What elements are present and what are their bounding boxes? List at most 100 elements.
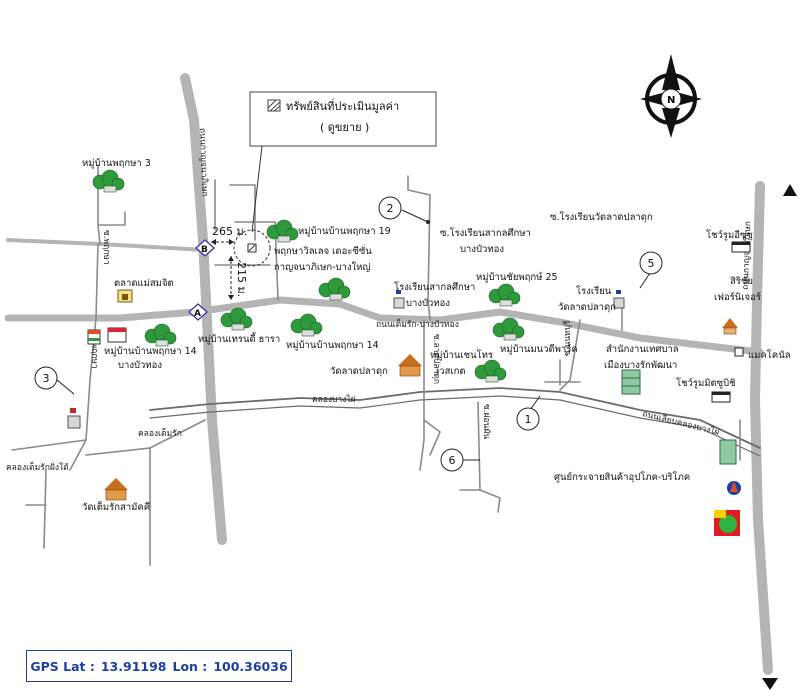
municipal-building-icon [621,369,641,395]
label-village-chenthorn-2: เวสเกต [436,366,466,377]
property-highlight[interactable] [233,229,271,267]
distance-vertical: 215 ม. [235,262,248,297]
label-wat-ladpladuk: วัดลาดปลาดุก [330,366,388,377]
road-label-bangbuathong: ถนนเต็มรัก-บางบัวทอง [376,318,459,330]
label-sirichai-2: เฟอร์นิเจอร์ [714,291,761,303]
tree-icon [474,359,507,383]
tree-icon [290,313,323,337]
label-village-pruksa14a-2: บางบัวทอง [118,360,162,371]
label-sirichai-1: สิริชัย [730,276,753,287]
temple-icon [398,354,422,377]
legend-subtitle: ( ดูขยาย ) [320,121,369,134]
distance-horizontal: 265 ม. [212,225,247,238]
label-village-pruksa14b: หมู่บ้านบ้านพฤกษา 14 [286,340,379,351]
label-ptt-center: ศูนย์กระจายสินค้าอุปโภค-บริโภค [554,471,690,483]
label-showroom-mitsu: โชว์รูมมิตซูบิชิ [676,377,736,389]
tree-icon [266,219,299,243]
road-label-kanchana-west: ถนนกาญจนาภิเษก [197,128,209,197]
showroom-icon [731,241,751,253]
label-intl-school-b-1: โรงเรียนสากลศึกษา [394,281,475,293]
north-arrow-highway [783,184,797,196]
road-label-soi-south: ซ.ผ่อนผัน [481,404,491,439]
road-network [4,73,773,675]
furniture-shop-icon [722,318,738,335]
svg-text:3: 3 [43,372,50,385]
marker-3[interactable]: 3 [34,366,75,395]
road-label-khlong-temrak-south: คลองเต็มรักฝั่งใต้ [6,461,69,473]
junction-a-marker[interactable] [187,303,209,321]
road-label-soi-left: ซ.พฤกษา [101,230,111,265]
road-bangbuathong [4,296,764,356]
label-pruksa-villa-1: พฤกษาวิลเลจ เดอะซีซั่น [274,244,372,257]
temple-icon [104,478,128,501]
marker-2[interactable]: 2 [378,196,430,224]
compass-n-label: N [667,95,675,106]
tree-icon [144,323,177,347]
makro-marker-icon [734,347,744,357]
gps-lon-value: 100.36036 [213,658,288,674]
minor-roads [11,164,761,566]
school-icon [393,290,405,309]
road-label-kanchana-east: ถนนกาญจนาภิเษก [741,221,753,290]
distribution-center-icon [719,439,737,465]
south-arrow-highway [762,678,778,690]
junction-b-label: B [201,245,208,255]
school-icon [613,290,625,309]
market-icon [117,289,133,303]
gps-lat-value: 13.91198 [100,658,167,674]
label-intl-school-1: ซ.โรงเรียนสากลศึกษา [440,227,531,239]
label-wat-temrak: วัดเต็มรักสามัคคี [82,500,150,513]
tree-icon [492,317,525,341]
label-market: ตลาดแม่สมจิต [114,278,174,289]
convenience-store-icon [87,327,127,345]
road-label-khlong-temrak: คลองเต็มรัก [138,427,182,439]
label-village-pruksa14a-1: หมู่บ้านบ้านพฤกษา 14 [104,346,197,357]
tree-icon [220,307,253,331]
label-intl-school-b-2: บางบัวทอง [406,298,450,309]
svg-text:6: 6 [449,454,456,467]
label-village-pruksa19: หมู่บ้านบ้านพฤกษา 19 [298,226,391,237]
gps-coordinates-box: GPS Lat : 13.91198 Lon : 100.36036 [26,650,292,682]
road-kanchana-east [750,181,773,675]
label-wat-school-1: โรงเรียน [576,285,612,297]
tree-icon [92,169,125,193]
label-village-manawadi: หมู่บ้านมนวดีพาร์ค [500,343,578,355]
svg-text:2: 2 [387,202,394,215]
label-village-pruksa3: หมู่บ้านพฤกษา 3 [82,158,151,169]
marker-6[interactable]: 6 [440,448,480,472]
label-intl-school-2: บางบัวทอง [460,244,504,255]
road-label-khlong-bangphai: คลองบางไผ่ [312,394,356,405]
svg-text:5: 5 [648,257,655,270]
road-label-soi-right: ซ.นนทบุรี [562,320,573,356]
marker-1[interactable]: 1 [516,395,541,431]
tree-icon [488,283,521,307]
label-municipal-1: สำนักงานเทศบาล [606,344,679,355]
tree-icon [318,277,351,301]
road-kanchana-west [180,73,227,545]
label-pruksa-villa-2: กาญจนาภิเษก-บางใหญ่ [274,261,371,273]
gps-lon-label: Lon : [172,658,208,674]
label-municipal-2: เมืองบางรักพัฒนา [604,360,677,371]
gps-lat-label: GPS Lat : [30,658,95,674]
legend-title: ทรัพย์สินที่ประเมินมูลค่า [286,98,399,113]
legend-box[interactable] [249,91,437,147]
compass-icon: N [640,54,702,138]
marker-5[interactable]: 5 [639,251,663,289]
big-c-logo-icon [714,510,740,536]
school-icon [67,408,81,429]
label-village-trendy: หมู่บ้านเทรนดี้ ธารา [198,332,280,345]
label-showroom-isuzu: โชว์รูมอีซูซุ [706,229,753,241]
road-label-soi-left-2: ซ.พฤกษา [89,334,99,369]
label-wat-school-soi: ซ.โรงเรียนวัดลาดปลาดุก [550,211,653,223]
junction-a-label: A [194,309,201,319]
label-makro: แมคโคนัล [748,349,791,361]
label-village-chaiyapruk: หมู่บ้านชัยพฤกษ์ 25 [476,271,558,283]
label-village-chenthorn-1: หมู่บ้านเชนโทร [430,349,493,361]
showroom-icon [711,391,731,403]
gas-station-icon [727,481,741,495]
road-label-soi-mid: ซ.ลาดปลาดุก [431,334,441,384]
junction-b-marker[interactable] [194,239,216,257]
svg-text:1: 1 [525,413,532,426]
label-wat-school-2: วัดลาดปลาดุก [558,302,616,313]
